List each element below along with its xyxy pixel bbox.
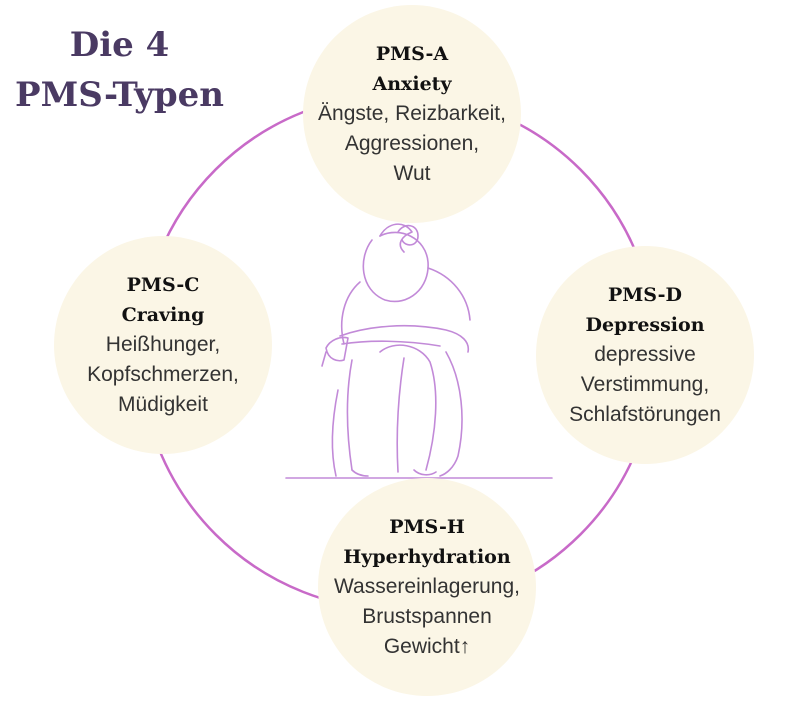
page-title: Die 4 PMS-Typen bbox=[12, 20, 227, 120]
pms-h-code: PMS-H bbox=[389, 516, 465, 538]
pms-h-desc-1: Wassereinlagerung, bbox=[334, 575, 520, 598]
pms-a-name: Anxiety bbox=[372, 73, 452, 95]
pms-c-desc-2: Kopfschmerzen, bbox=[87, 363, 239, 386]
pms-h-desc-3: Gewicht↑ bbox=[383, 635, 471, 658]
pms-d-code: PMS-D bbox=[607, 284, 683, 306]
pms-c-code: PMS-C bbox=[126, 274, 200, 296]
pms-a-desc-1: Ängste, Reizbarkeit, bbox=[318, 102, 506, 125]
pms-c-desc-1: Heißhunger, bbox=[105, 333, 221, 356]
pms-h-node: PMS-H Hyperhydration Wassereinlagerung, … bbox=[318, 478, 536, 696]
sitting-woman-line-art-icon bbox=[285, 223, 553, 479]
pms-a-code: PMS-A bbox=[375, 43, 449, 65]
pms-a-node: PMS-A Anxiety Ängste, Reizbarkeit, Aggre… bbox=[303, 5, 521, 223]
pms-c-desc-3: Müdigkeit bbox=[118, 393, 208, 416]
pms-c-node: PMS-C Craving Heißhunger, Kopfschmerzen,… bbox=[54, 236, 272, 454]
title-line-1: Die 4 bbox=[69, 25, 170, 65]
pms-c-name: Craving bbox=[121, 304, 205, 326]
pms-d-desc-2: Verstimmung, bbox=[580, 373, 710, 396]
pms-a-desc-3: Wut bbox=[393, 162, 431, 185]
pms-h-name: Hyperhydration bbox=[343, 546, 511, 568]
pms-d-desc-3: Schlafstörungen bbox=[569, 403, 721, 426]
pms-d-node: PMS-D Depression depressive Verstimmung,… bbox=[536, 246, 754, 464]
pms-d-name: Depression bbox=[585, 314, 705, 336]
title-line-2: PMS-Typen bbox=[15, 75, 224, 115]
pms-d-desc-1: depressive bbox=[594, 343, 696, 366]
pms-a-desc-2: Aggressionen, bbox=[344, 132, 480, 155]
pms-h-desc-2: Brustspannen bbox=[362, 605, 492, 628]
